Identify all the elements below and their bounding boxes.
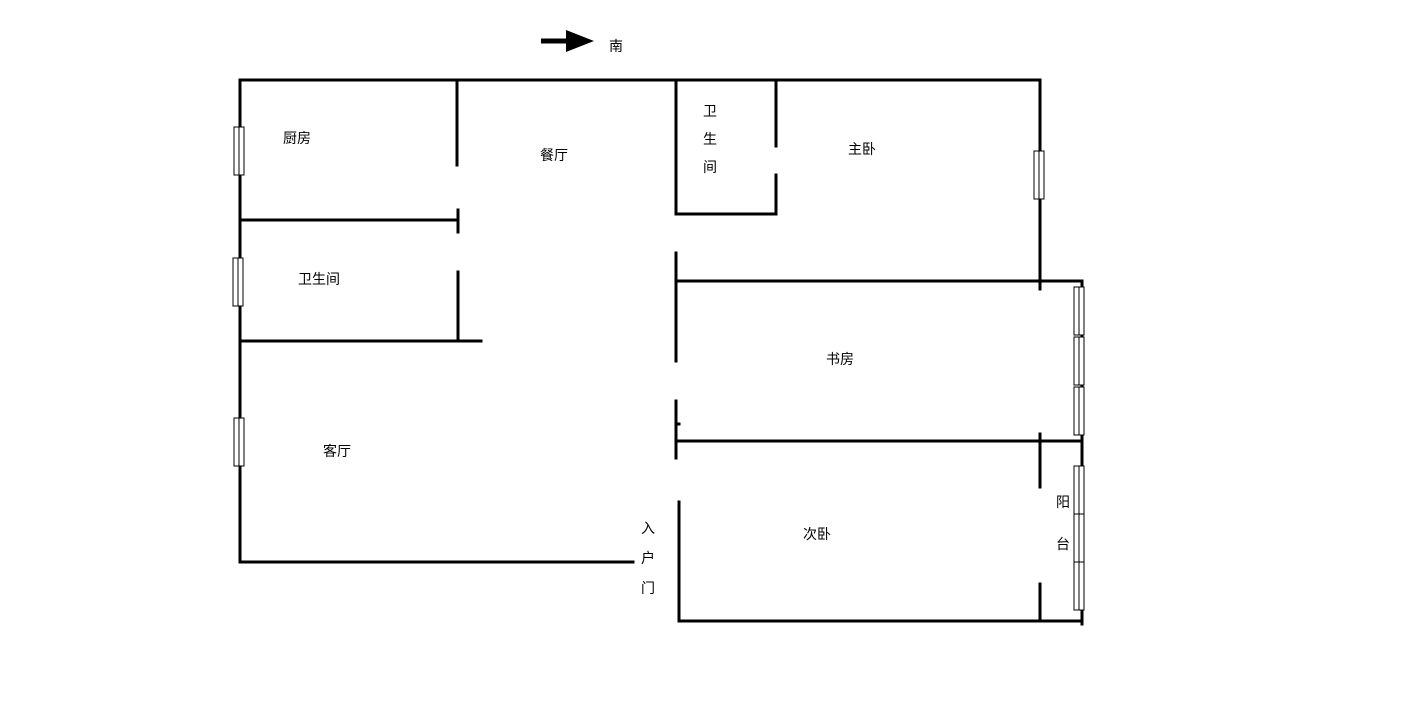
room-label-bathroom-top-char: 卫: [703, 104, 717, 120]
window-study-2: [1073, 336, 1085, 386]
room-label-master-bedroom: 主卧: [848, 142, 876, 158]
compass-direction-label: 南: [609, 39, 623, 55]
room-label-kitchen: 厨房: [283, 131, 311, 147]
room-label-bathroom-left: 卫生间: [298, 272, 340, 288]
arrow-right-icon: [541, 30, 594, 52]
walls: [238, 78, 1084, 626]
window-living-room: [233, 417, 245, 467]
window-study-1: [1073, 286, 1085, 336]
window-balcony-2: [1073, 513, 1085, 563]
room-label-bathroom-top-char: 生: [703, 132, 717, 148]
room-label-dining: 餐厅: [540, 148, 568, 164]
room-label-entrance-char: 门: [641, 581, 655, 597]
room-label-balcony-char: 台: [1056, 537, 1070, 553]
room-label-living-room: 客厅: [323, 444, 351, 460]
room-label-entrance-char: 入: [641, 521, 655, 537]
room-label-second-bedroom: 次卧: [803, 527, 831, 543]
window-balcony-3: [1073, 561, 1085, 611]
room-label-balcony: 阳 台: [1056, 496, 1070, 552]
room-label-bathroom-top-char: 间: [703, 160, 717, 176]
window-kitchen: [233, 126, 245, 176]
window-study-3: [1073, 386, 1085, 436]
room-label-bathroom-top: 卫 生 间: [703, 105, 717, 175]
windows: [232, 126, 1085, 611]
window-bathroom-left: [232, 257, 244, 307]
window-balcony-1: [1073, 465, 1085, 515]
window-master-bedroom: [1033, 150, 1045, 200]
room-label-study: 书房: [826, 352, 854, 368]
room-label-balcony-char: 阳: [1056, 495, 1070, 511]
room-label-entrance-char: 户: [641, 551, 655, 567]
room-label-entrance: 入 户 门: [641, 522, 655, 596]
